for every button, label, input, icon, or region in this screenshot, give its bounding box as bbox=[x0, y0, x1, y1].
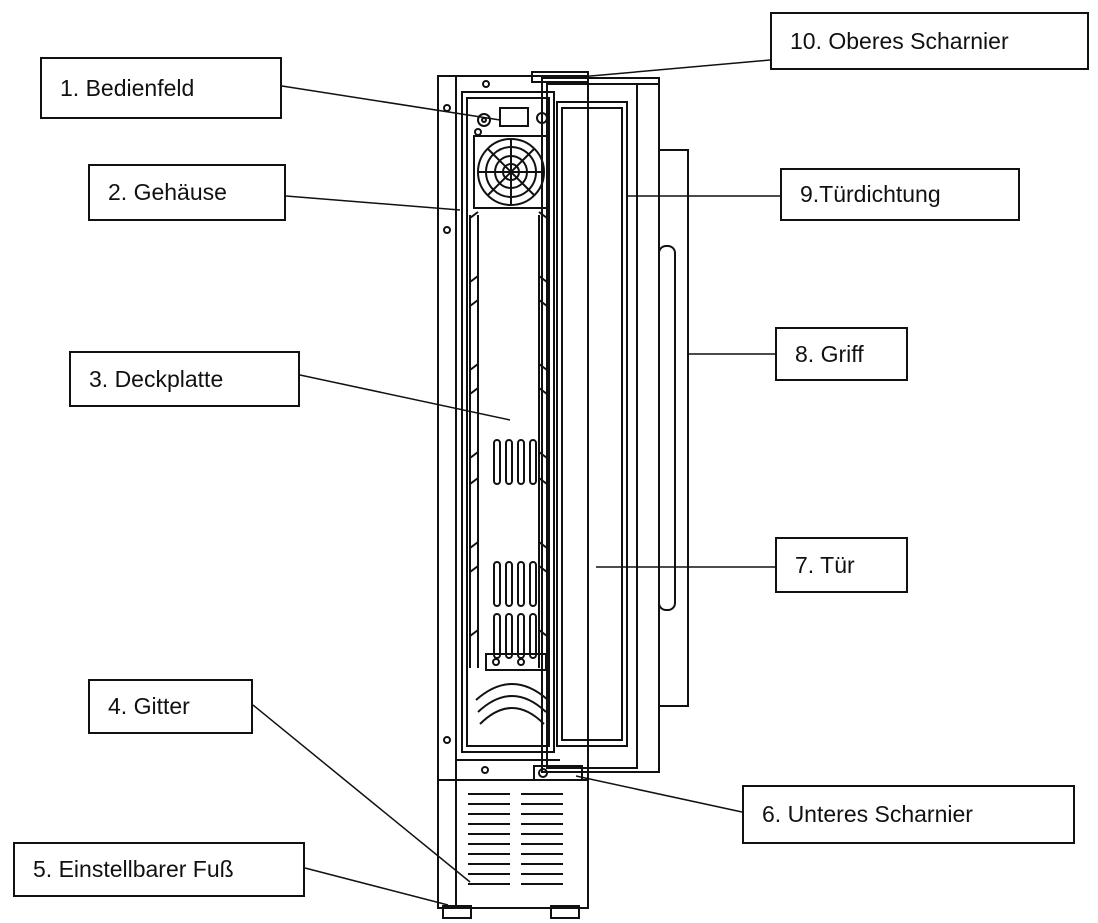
leader-lines bbox=[252, 59, 780, 906]
door bbox=[541, 77, 660, 773]
grille bbox=[468, 793, 563, 885]
door-handle bbox=[658, 149, 689, 707]
fan bbox=[473, 135, 549, 209]
inner-compartment bbox=[461, 91, 555, 753]
cabinet-body bbox=[437, 75, 589, 909]
label-unteres-scharnier: 6. Unteres Scharnier bbox=[742, 785, 1075, 844]
shelf-rails-left bbox=[469, 211, 479, 668]
back-vents bbox=[475, 439, 549, 725]
label-tuer: 7. Tür bbox=[775, 537, 908, 593]
label-griff: 8. Griff bbox=[775, 327, 908, 381]
label-einstellbarer-fuss: 5. Einstellbarer Fuß bbox=[13, 842, 305, 897]
label-gitter: 4. Gitter bbox=[88, 679, 253, 734]
label-bedienfeld: 1. Bedienfeld bbox=[40, 57, 282, 119]
label-oberes-scharnier: 10. Oberes Scharnier bbox=[770, 12, 1089, 70]
label-deckplatte: 3. Deckplatte bbox=[69, 351, 300, 407]
label-tuerdichtung: 9.Türdichtung bbox=[780, 168, 1020, 221]
adjustable-feet bbox=[442, 905, 580, 919]
bottom-hinge bbox=[533, 765, 583, 781]
control-panel bbox=[474, 107, 548, 136]
label-gehaeuse: 2. Gehäuse bbox=[88, 164, 286, 221]
